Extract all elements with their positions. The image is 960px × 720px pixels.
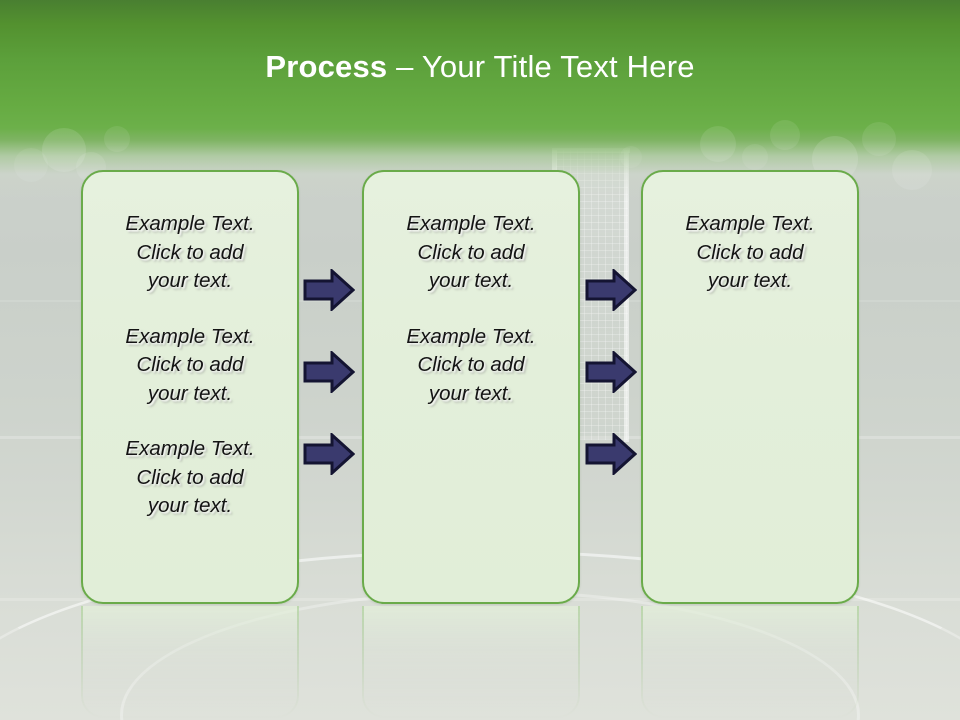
- page-title-rest: – Your Title Text Here: [387, 49, 695, 84]
- arrow-right-icon[interactable]: [303, 433, 355, 475]
- text-block[interactable]: Example Text. Click to add your text.: [406, 212, 536, 292]
- text-block[interactable]: Example Text. Click to add your text.: [125, 212, 255, 292]
- text-block[interactable]: Example Text. Click to add your text.: [125, 437, 255, 517]
- process-box-2[interactable]: Example Text. Click to add your text. Ex…: [362, 170, 580, 604]
- bokeh-circle: [620, 146, 642, 168]
- process-box-1-content: Example Text. Click to add your text. Ex…: [83, 172, 297, 602]
- arrow-right-icon[interactable]: [303, 351, 355, 393]
- box-reflection-1: [81, 606, 299, 718]
- bokeh-circle: [42, 128, 86, 172]
- process-box-3[interactable]: Example Text. Click to add your text.: [641, 170, 859, 604]
- arrow-right-icon[interactable]: [303, 269, 355, 311]
- bokeh-circle: [742, 144, 768, 170]
- bokeh-circle: [892, 150, 932, 190]
- bokeh-circle: [104, 126, 130, 152]
- arrow-right-icon[interactable]: [585, 433, 637, 475]
- box-reflection-3: [641, 606, 859, 718]
- bokeh-circle: [862, 122, 896, 156]
- arrow-right-icon[interactable]: [585, 269, 637, 311]
- process-box-2-content: Example Text. Click to add your text. Ex…: [364, 172, 578, 602]
- bokeh-circle: [14, 148, 48, 182]
- header-band: [0, 0, 960, 200]
- bokeh-circle: [770, 120, 800, 150]
- process-box-3-content: Example Text. Click to add your text.: [643, 172, 857, 602]
- page-title: Process – Your Title Text Here: [0, 48, 960, 86]
- text-block[interactable]: Example Text. Click to add your text.: [125, 324, 255, 405]
- text-block[interactable]: Example Text. Click to add your text.: [406, 324, 536, 405]
- bokeh-circle: [700, 126, 736, 162]
- page-title-bold: Process: [265, 49, 388, 84]
- process-box-1[interactable]: Example Text. Click to add your text. Ex…: [81, 170, 299, 604]
- arrow-right-icon[interactable]: [585, 351, 637, 393]
- text-block[interactable]: Example Text. Click to add your text.: [685, 212, 815, 292]
- box-reflection-2: [362, 606, 580, 718]
